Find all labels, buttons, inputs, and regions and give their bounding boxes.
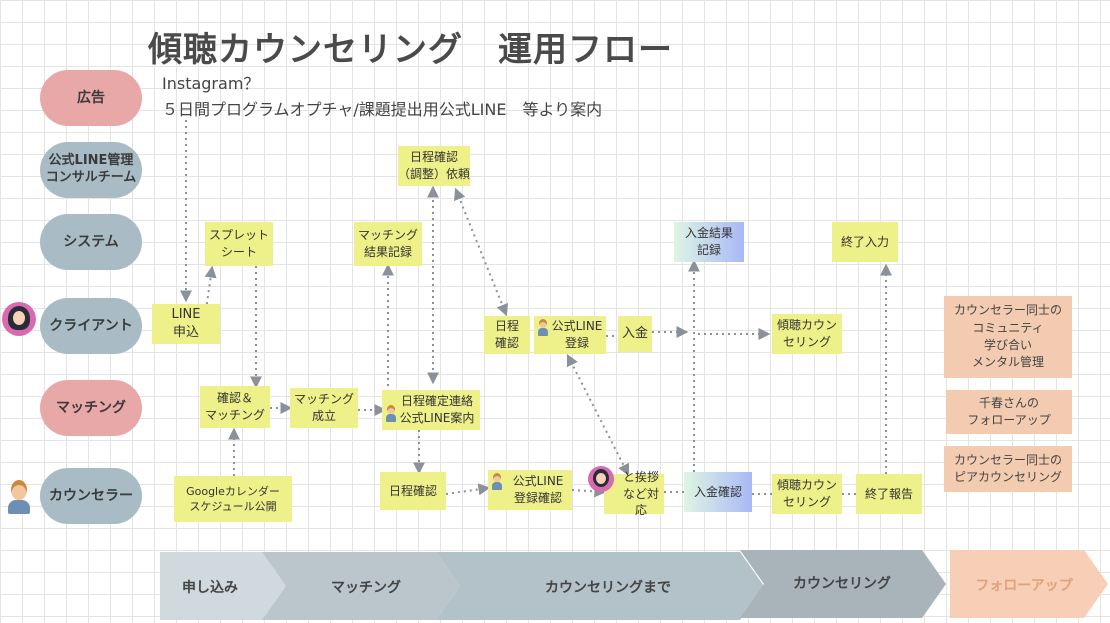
lane-label: クライアント xyxy=(49,317,133,334)
arrow-clinereg-greet xyxy=(566,353,630,477)
sticky-confirm-matching[interactable]: 確認＆ マッチング xyxy=(200,386,270,428)
lane-label: 広告 xyxy=(77,89,105,106)
arrow-request-to-client xyxy=(454,187,508,317)
source-note-instagram: Instagram？ xyxy=(162,74,260,93)
phase-label-counseling: カウンセリング xyxy=(793,575,891,592)
phase-arrow-followup xyxy=(950,550,1108,618)
sticky-end-report[interactable]: 終了報告 xyxy=(856,474,922,514)
sticky-schedule-fixed[interactable]: 日程確定連絡 公式LINE案内 xyxy=(382,390,480,430)
phase-arrow-matching xyxy=(262,552,460,620)
lane-counselor: カウンセラー xyxy=(40,468,142,524)
sticky-counselor-session[interactable]: 傾聴カウン セリング xyxy=(772,474,842,514)
lane-client: クライアント xyxy=(40,298,142,354)
sticky-counselor-line-register[interactable]: 公式LINE 登録確認 xyxy=(488,470,572,510)
phase-label-apply: 申し込み xyxy=(182,579,238,596)
phase-bar: 申し込み マッチング カウンセリングまで カウンセリング フォローアップ xyxy=(160,550,1108,620)
sticky-line-apply[interactable]: LINE 申込 xyxy=(152,304,220,344)
sticky-greeting[interactable]: と挨拶 など対応 xyxy=(604,470,664,517)
sticky-payment-result[interactable]: 入金結果 記録 xyxy=(674,222,744,262)
lane-label: マッチング xyxy=(56,399,126,416)
source-note-channels: ５日間プログラムオプチャ/課題提出用公式LINE 等より案内 xyxy=(162,100,603,119)
followup-chiharu-box: 千春さんの フォローアップ xyxy=(946,390,1072,434)
phase-arrow-until-counseling xyxy=(436,552,764,620)
sticky-matching-record[interactable]: マッチング 結果記録 xyxy=(354,222,422,266)
arrow-apply-to-sheet xyxy=(204,265,217,311)
lane-label: 公式LINE管理 コンサルチーム xyxy=(45,153,137,185)
client-avatar-icon xyxy=(2,302,36,336)
phase-arrow-apply xyxy=(160,552,286,620)
sticky-payment[interactable]: 入金 xyxy=(618,316,652,352)
counselor-mini-icon xyxy=(490,472,504,490)
sticky-counselor-schedule[interactable]: 日程確認 xyxy=(380,472,446,510)
counselor-mini-icon xyxy=(536,318,550,336)
sticky-client-schedule[interactable]: 日程 確認 xyxy=(484,316,530,354)
sticky-matching-done[interactable]: マッチング 成立 xyxy=(290,388,358,428)
phase-label-matching: マッチング xyxy=(331,579,401,596)
page-title: 傾聴カウンセリング 運用フロー xyxy=(148,30,673,70)
phase-label-until-counseling: カウンセリングまで xyxy=(545,579,671,596)
sticky-google-calendar[interactable]: Googleカレンダー スケジュール公開 xyxy=(174,476,292,522)
lane-advertising: 広告 xyxy=(40,70,142,126)
lane-line-consult-team: 公式LINE管理 コンサルチーム xyxy=(40,142,142,198)
followup-peer-box: カウンセラー同士の ピアカウンセリング xyxy=(944,446,1072,492)
client-mini-icon xyxy=(588,466,614,492)
phase-label-followup: フォローアップ xyxy=(975,578,1073,594)
sticky-schedule-request[interactable]: 日程確認 （調整）依頼 xyxy=(398,146,470,186)
lane-label: カウンセラー xyxy=(49,487,133,504)
sticky-client-session[interactable]: 傾聴カウン セリング xyxy=(772,314,842,354)
lane-system: システム xyxy=(40,214,142,270)
sticky-spreadsheet[interactable]: スプレット シート xyxy=(205,222,273,266)
lane-matching: マッチング xyxy=(40,380,142,436)
phase-arrow-counseling xyxy=(740,550,946,618)
arrow-cschedule-to-linereg xyxy=(445,483,491,496)
sticky-payment-confirm[interactable]: 入金確認 xyxy=(684,472,752,512)
followup-community-box: カウンセラー同士の コミュニティ 学び合い メンタル管理 xyxy=(944,296,1072,378)
lane-label: システム xyxy=(63,233,119,250)
sticky-end-input[interactable]: 終了入力 xyxy=(832,222,898,262)
counselor-avatar-icon xyxy=(2,478,36,514)
counselor-mini-icon xyxy=(384,404,398,422)
